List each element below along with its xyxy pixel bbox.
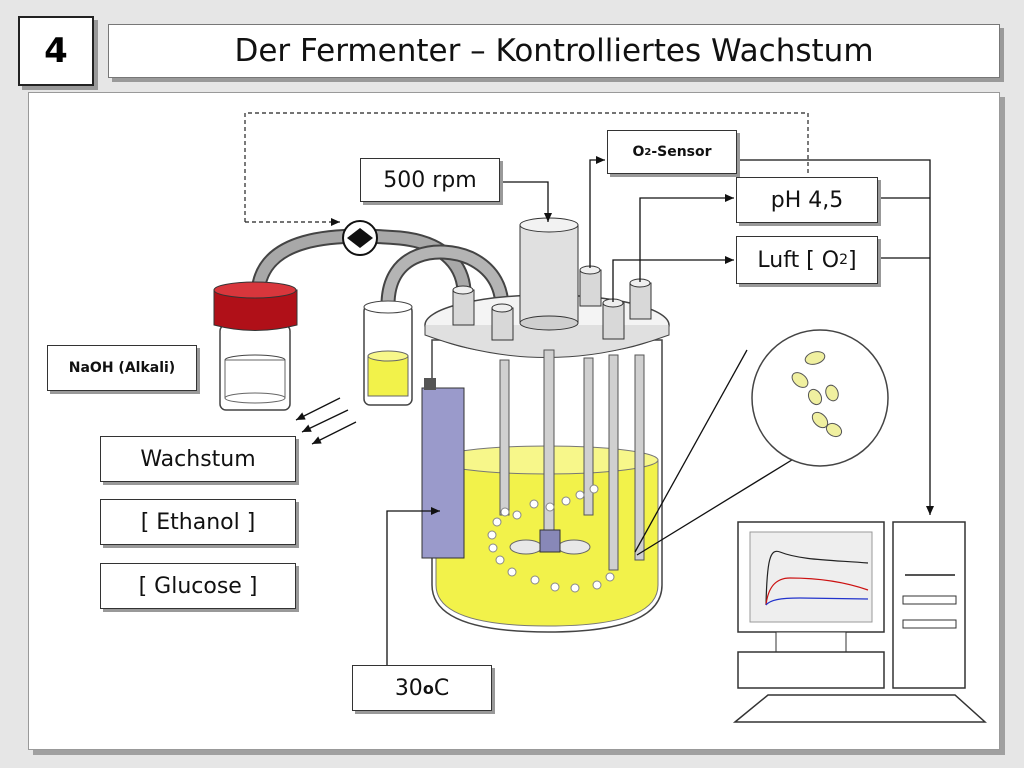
luft-arrow xyxy=(612,256,734,302)
o2-sensor-prefix: O xyxy=(632,144,645,160)
temp-arrow xyxy=(386,507,440,665)
computer-signal-line xyxy=(736,159,934,515)
pump-icon xyxy=(342,220,378,256)
wachstum-label: Wachstum xyxy=(100,436,296,482)
glucose-label: [ Glucose ] xyxy=(100,563,296,609)
motor xyxy=(519,217,579,331)
monitor-curve-red xyxy=(765,577,869,606)
lid-ports xyxy=(452,265,652,341)
glucose-bottle xyxy=(363,300,413,406)
luft-sub: 2 xyxy=(839,252,848,268)
monitor-curve-black xyxy=(765,550,869,606)
slide-number: 4 xyxy=(18,16,94,86)
yeast-magnifier xyxy=(751,329,889,467)
air-bubbles xyxy=(487,484,615,593)
luft-suffix: ] xyxy=(848,247,857,273)
heater-jacket xyxy=(421,378,465,559)
probe-rods xyxy=(499,349,645,571)
rpm-arrow xyxy=(502,181,552,222)
growth-arrows xyxy=(295,397,357,445)
monitor-curve-blue xyxy=(765,597,869,606)
o2-sensor-arrow xyxy=(589,156,605,268)
ethanol-label: [ Ethanol ] xyxy=(100,499,296,545)
luft-prefix: Luft [ O xyxy=(757,247,840,273)
naoh-bottle xyxy=(213,281,298,411)
ph-label: pH 4,5 xyxy=(736,177,878,223)
rpm-label: 500 rpm xyxy=(360,158,500,202)
temp-unit: C xyxy=(433,675,450,701)
stirrer xyxy=(509,529,591,555)
naoh-label: NaOH (Alkali) xyxy=(47,345,197,391)
computer xyxy=(732,521,987,723)
o2-sensor-sub: 2 xyxy=(644,146,652,158)
slide-title: Der Fermenter – Kontrolliertes Wachstum xyxy=(108,24,1000,78)
feedback-dashed-line xyxy=(244,112,809,222)
ph-arrow xyxy=(639,194,734,282)
temp-degree: o xyxy=(422,678,434,698)
o2-sensor-suffix: -Sensor xyxy=(651,144,712,160)
temp-value: 30 xyxy=(394,675,423,701)
